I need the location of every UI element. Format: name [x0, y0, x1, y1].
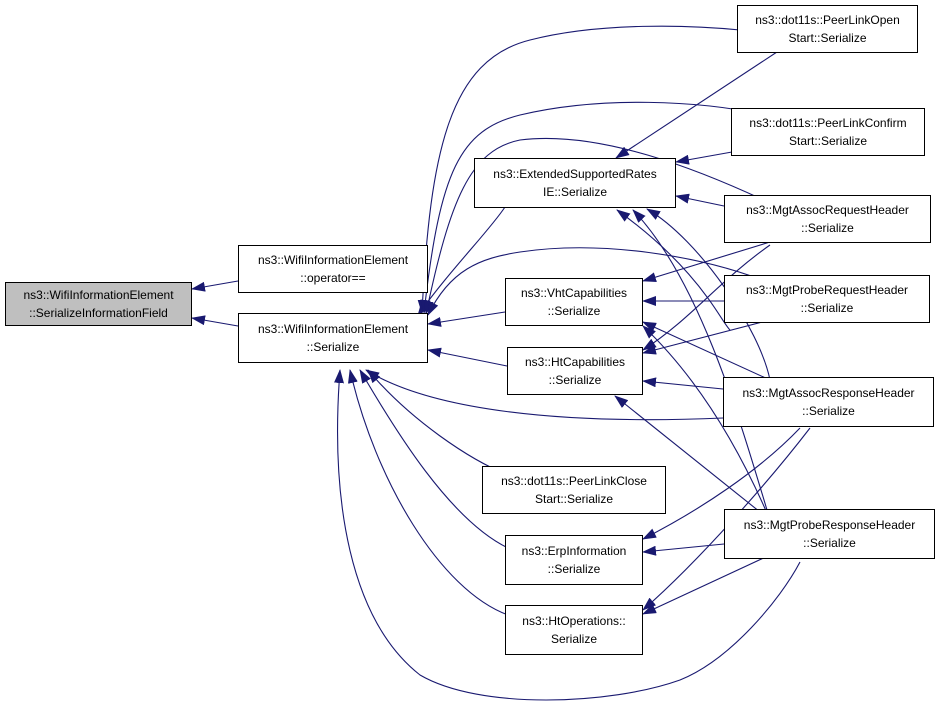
edge-open-to-wie	[417, 25, 741, 314]
node-mgt-probe-response[interactable]: ns3::MgtProbeResponseHeader ::Serialize	[724, 509, 935, 559]
node-label: Start::Serialize	[788, 134, 868, 148]
edge-proberesp-to-erp	[642, 543, 725, 556]
node-peer-link-close[interactable]: ns3::dot11s::PeerLinkClose Start::Serial…	[482, 466, 666, 514]
node-label: ns3::VhtCapabilities	[520, 286, 628, 300]
edge-open-to-extrates	[615, 49, 781, 159]
edge-close-to-wie	[367, 369, 509, 476]
node-mgt-probe-request[interactable]: ns3::MgtProbeRequestHeader ::Serialize	[724, 275, 930, 323]
edge-assocresp-to-vht	[642, 321, 771, 381]
edge-ht-to-wie	[427, 347, 508, 367]
edge-assocreq-to-extrates	[675, 193, 725, 207]
edge-assocreq-to-ht	[642, 244, 771, 351]
edge-probereq-to-extrates	[616, 209, 731, 331]
node-label: IE::Serialize	[542, 185, 608, 199]
edge-htop-to-wie	[348, 369, 509, 616]
node-wie-serialize[interactable]: ns3::WifiInformationElement ::Serialize	[238, 313, 428, 363]
edge-proberesp-to-htop	[642, 554, 771, 615]
node-vht-capabilities[interactable]: ns3::VhtCapabilities ::Serialize	[505, 278, 643, 326]
node-ht-capabilities[interactable]: ns3::HtCapabilities ::Serialize	[507, 347, 643, 395]
node-label: ns3::dot11s::PeerLinkOpen	[755, 13, 900, 27]
node-label: ::Serialize	[547, 562, 601, 576]
edge-probereq-to-ht	[642, 319, 771, 355]
edge-probereq-to-wie	[427, 247, 771, 316]
edge-proberesp-to-wie	[334, 369, 801, 701]
node-label: ns3::MgtProbeRequestHeader	[745, 283, 909, 297]
node-label: ns3::dot11s::PeerLinkConfirm	[749, 116, 907, 130]
node-label: ::Serialize	[306, 340, 360, 354]
node-label: ns3::HtCapabilities	[524, 355, 626, 369]
node-label: ns3::MgtAssocResponseHeader	[742, 386, 915, 400]
node-mgt-assoc-response[interactable]: ns3::MgtAssocResponseHeader ::Serialize	[723, 377, 934, 427]
node-serialize-information-field[interactable]: ns3::WifiInformationElement ::SerializeI…	[5, 282, 192, 326]
node-label: ns3::ExtendedSupportedRates	[493, 167, 657, 181]
edge-erp-to-wie	[359, 369, 509, 549]
node-extended-supported-rates[interactable]: ns3::ExtendedSupportedRates IE::Serializ…	[474, 158, 676, 208]
node-label: Start::Serialize	[788, 31, 867, 45]
edge-serialize-to-root	[191, 315, 239, 327]
node-label: ns3::ErpInformation	[521, 544, 627, 558]
node-label: ::Serialize	[547, 304, 601, 318]
node-label: ns3::WifiInformationElement	[257, 322, 409, 336]
edge-assocreq-to-wie	[423, 137, 771, 315]
node-ht-operations[interactable]: ns3::HtOperations:: Serialize	[505, 605, 643, 655]
node-label: ::Serialize	[802, 404, 855, 418]
node-label: ::SerializeInformationField	[29, 306, 168, 320]
node-label: ::operator==	[300, 271, 366, 285]
edge-proberesp-to-ht	[614, 395, 771, 521]
edge-operator-to-root	[191, 280, 239, 292]
node-label: ns3::WifiInformationElement	[257, 253, 409, 267]
edge-assocresp-to-ht	[642, 377, 724, 390]
node-erp-information[interactable]: ns3::ErpInformation ::Serialize	[505, 535, 643, 585]
edge-confirm-to-extrates	[675, 151, 733, 165]
edge-assocresp-to-wie	[365, 369, 724, 421]
edge-proberesp-to-extrates	[632, 209, 771, 521]
node-peer-link-confirm[interactable]: ns3::dot11s::PeerLinkConfirm Start::Seri…	[731, 108, 925, 156]
node-label: ns3::HtOperations::	[522, 614, 626, 628]
node-label: ::Serialize	[803, 536, 856, 550]
node-label: Serialize	[550, 632, 598, 646]
node-label: ns3::MgtAssocRequestHeader	[746, 203, 909, 217]
node-label: ::Serialize	[800, 301, 854, 315]
node-mgt-assoc-request[interactable]: ns3::MgtAssocRequestHeader ::Serialize	[724, 195, 931, 243]
node-label: ns3::MgtProbeResponseHeader	[743, 518, 916, 532]
edge-proberesp-to-vht	[642, 325, 771, 521]
node-label: Start::Serialize	[534, 492, 614, 506]
edge-assocresp-to-erp	[642, 427, 801, 540]
node-peer-link-open[interactable]: ns3::dot11s::PeerLinkOpen Start::Seriali…	[737, 5, 918, 53]
node-label: ::Serialize	[801, 221, 854, 235]
node-label: ::Serialize	[548, 373, 602, 387]
edge-assocreq-to-vht	[642, 241, 771, 282]
edge-vht-to-wie	[427, 311, 506, 327]
node-label: ns3::WifiInformationElement	[23, 288, 174, 302]
node-label: ns3::dot11s::PeerLinkClose	[501, 474, 647, 488]
node-operator-eq[interactable]: ns3::WifiInformationElement ::operator==	[238, 245, 428, 293]
